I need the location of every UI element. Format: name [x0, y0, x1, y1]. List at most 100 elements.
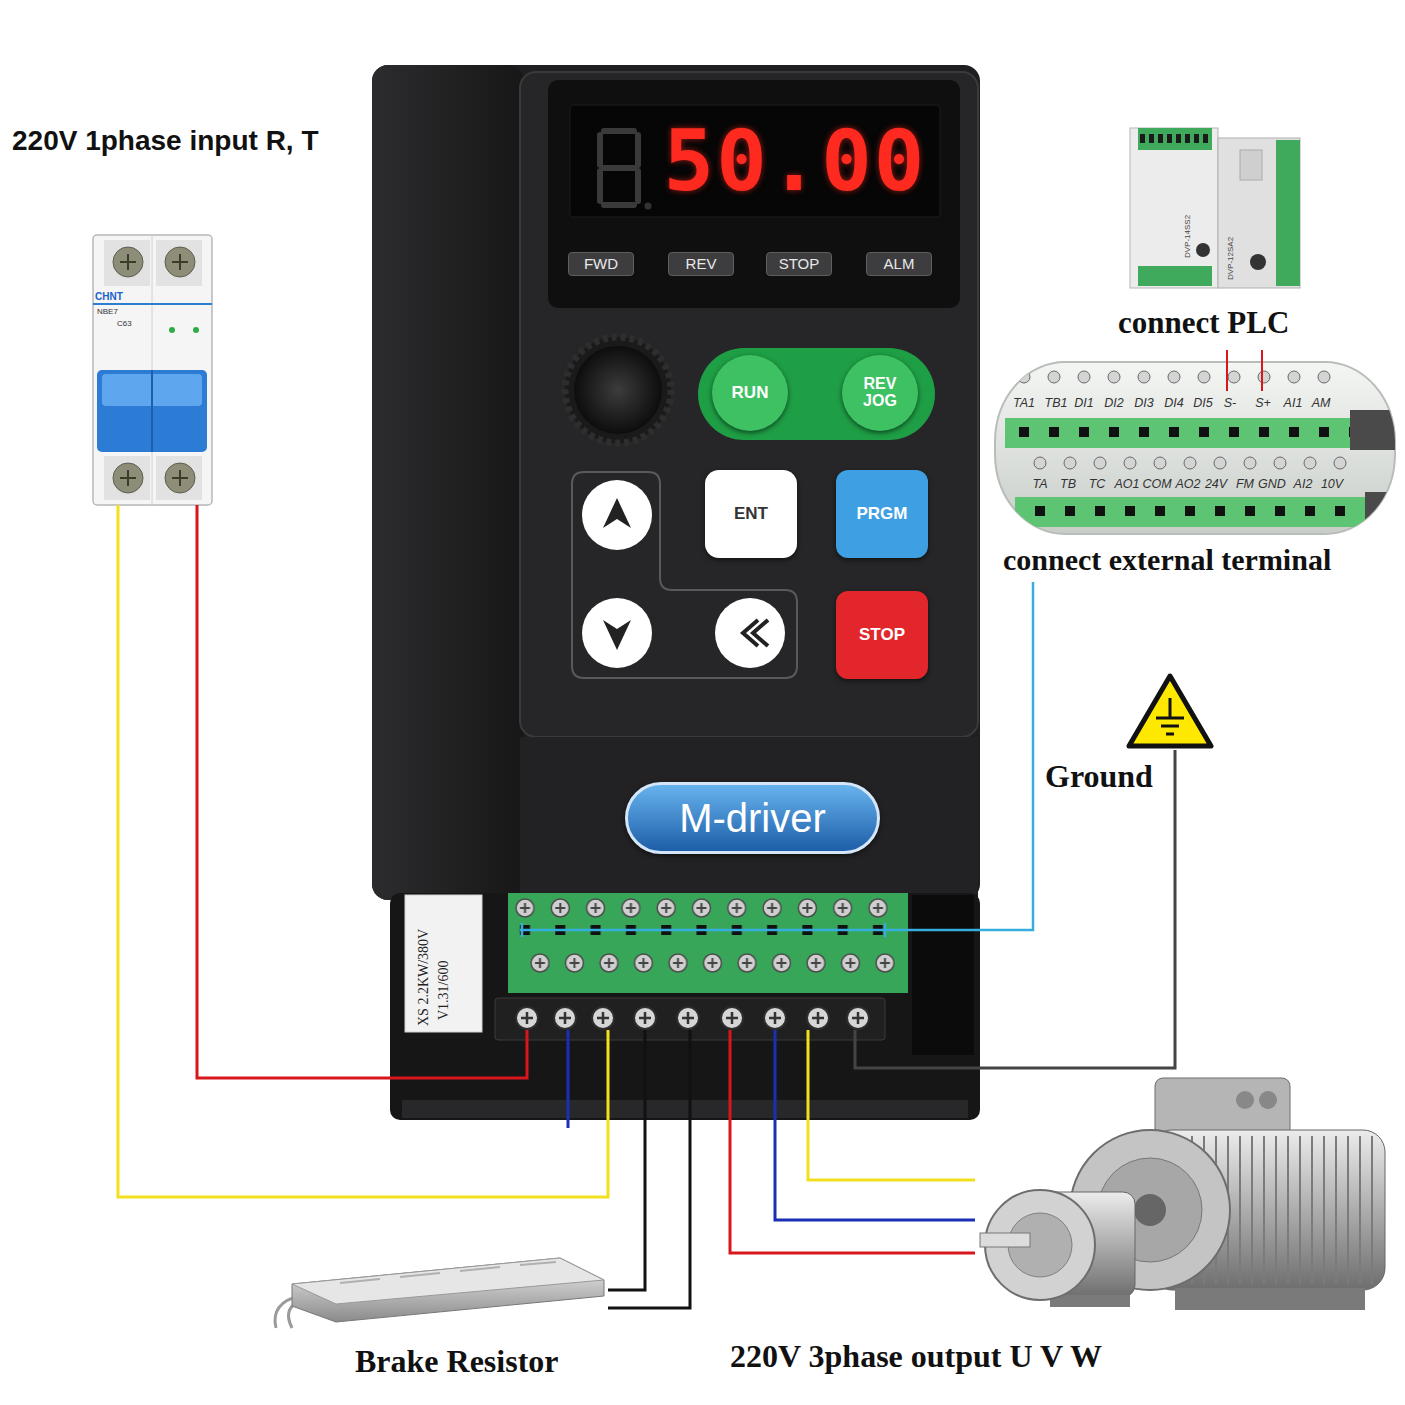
signal-wire [980, 582, 1033, 930]
wire-decoration [1227, 350, 1262, 391]
pin-name: S- [1224, 396, 1237, 410]
enter-button: ENT [705, 470, 797, 558]
up-key [582, 480, 652, 550]
pin-name: TC [1089, 477, 1106, 491]
plc-illustration [1138, 128, 1212, 150]
terminal-area [764, 1007, 786, 1029]
indicator-label: FWD [584, 255, 618, 272]
pin-name: AO1 [1114, 477, 1139, 491]
button-label: ENT [734, 504, 768, 524]
terminal-area [847, 1007, 869, 1029]
circuit-breaker-body [93, 235, 212, 505]
program-button: PRGM [836, 470, 928, 558]
up-key [603, 498, 631, 528]
indicator-label: ALM [884, 255, 915, 272]
terminal-closeup [1350, 410, 1395, 450]
indicator-label: REV [686, 255, 717, 272]
status-indicator: STOP [766, 252, 832, 276]
plc-heading: connect PLC [1118, 305, 1289, 341]
terminal-area [508, 897, 898, 919]
knob [574, 346, 662, 434]
motor-illustration [1050, 1295, 1130, 1307]
terminal-area [592, 1007, 614, 1029]
pin-name: DI3 [1134, 396, 1153, 410]
plc-illustration [1276, 140, 1300, 286]
pin-name: AI1 [1284, 396, 1303, 410]
plc-illustration [1130, 128, 1218, 288]
terminal-closeup [1015, 497, 1365, 527]
terminal-closeup [1365, 492, 1395, 532]
plc-illustration [1130, 128, 1300, 288]
terminal-closeup [995, 362, 1400, 534]
warning-triangle [1125, 672, 1215, 750]
pin-name: TA [1032, 477, 1047, 491]
resistor-heading: Brake Resistor [355, 1343, 559, 1380]
shift-key [715, 598, 785, 668]
model-label: DVP-12SA2 [1226, 237, 1235, 280]
terminal-heading: connect external terminal [1003, 543, 1331, 578]
brand-logo: M-driver [625, 782, 880, 854]
pin-name: DI2 [1104, 396, 1123, 410]
pin-name: TB [1060, 477, 1076, 491]
connectors [118, 505, 1175, 1308]
circuit-breaker: 220V 1phase input R, TCHNTNBE7C63 [93, 235, 212, 505]
terminal-area [721, 1007, 743, 1029]
pin-name: TA1 [1013, 396, 1035, 410]
inverter-body [372, 65, 980, 900]
button-pad [698, 348, 935, 440]
ground-heading: Ground [1045, 758, 1153, 795]
motor-wire [775, 1030, 975, 1220]
inverter-body [520, 737, 978, 897]
pin-name: DI5 [1193, 396, 1212, 410]
brake-resistor-illustration [340, 1262, 556, 1283]
wire-decoration [567, 1030, 570, 1128]
rating-label: C63 [117, 319, 132, 328]
unlit-digit [600, 131, 638, 205]
motor-illustration [1175, 1288, 1365, 1310]
brand-label: CHNT [95, 291, 123, 303]
input-heading: 220V 1phase input R, T [12, 125, 319, 157]
plc-illustration [1196, 243, 1210, 257]
logo-text: M-driver [679, 795, 826, 841]
model-label: DVP-14SS2 [1183, 215, 1192, 258]
display-reading: 50.00 [664, 119, 927, 203]
ground-wire [855, 750, 1175, 1068]
terminal-area [677, 1007, 699, 1029]
down-key [603, 620, 631, 650]
motor-illustration [1134, 1194, 1166, 1226]
pin-name: GND [1258, 477, 1286, 491]
motor-illustration [980, 1078, 1385, 1310]
earth-symbol [1156, 698, 1184, 734]
ground-symbol: Ground [1125, 672, 1215, 750]
circuit-breaker-body [93, 303, 212, 305]
terminal-area [508, 893, 908, 993]
brake-wire [608, 1030, 645, 1290]
circuit-breaker-body [93, 235, 212, 505]
pin-name: 10V [1321, 477, 1343, 491]
terminal-area [390, 893, 980, 1120]
inverter-housing: XS 2.2KW/380VV1.31/60050.00FWDREVSTOPALM… [372, 65, 980, 1030]
circuit-breaker-body [97, 370, 207, 452]
brake-resistor-illustration [292, 1258, 604, 1322]
reverse-jog-button: REV JOG [842, 355, 918, 431]
pin-name: COM [1142, 477, 1171, 491]
pin-name: S+ [1255, 396, 1271, 410]
motor: 220V 3phase output U V W [975, 1075, 1395, 1325]
plc-illustration [1138, 128, 1212, 150]
terminal-closeup [1010, 369, 1345, 385]
shift-key [743, 620, 768, 646]
inverter-body [548, 80, 960, 308]
terminal-closeup [1005, 418, 1350, 448]
input-wire [197, 505, 527, 1078]
terminal-area [523, 952, 908, 974]
inverter-body [372, 65, 524, 900]
indicator-label: STOP [779, 255, 820, 272]
run-button: RUN [712, 355, 788, 431]
output-heading: 220V 3phase output U V W [730, 1338, 1102, 1375]
brake-wire [608, 1030, 690, 1308]
plc-illustration [1240, 150, 1262, 180]
knob [565, 337, 671, 443]
